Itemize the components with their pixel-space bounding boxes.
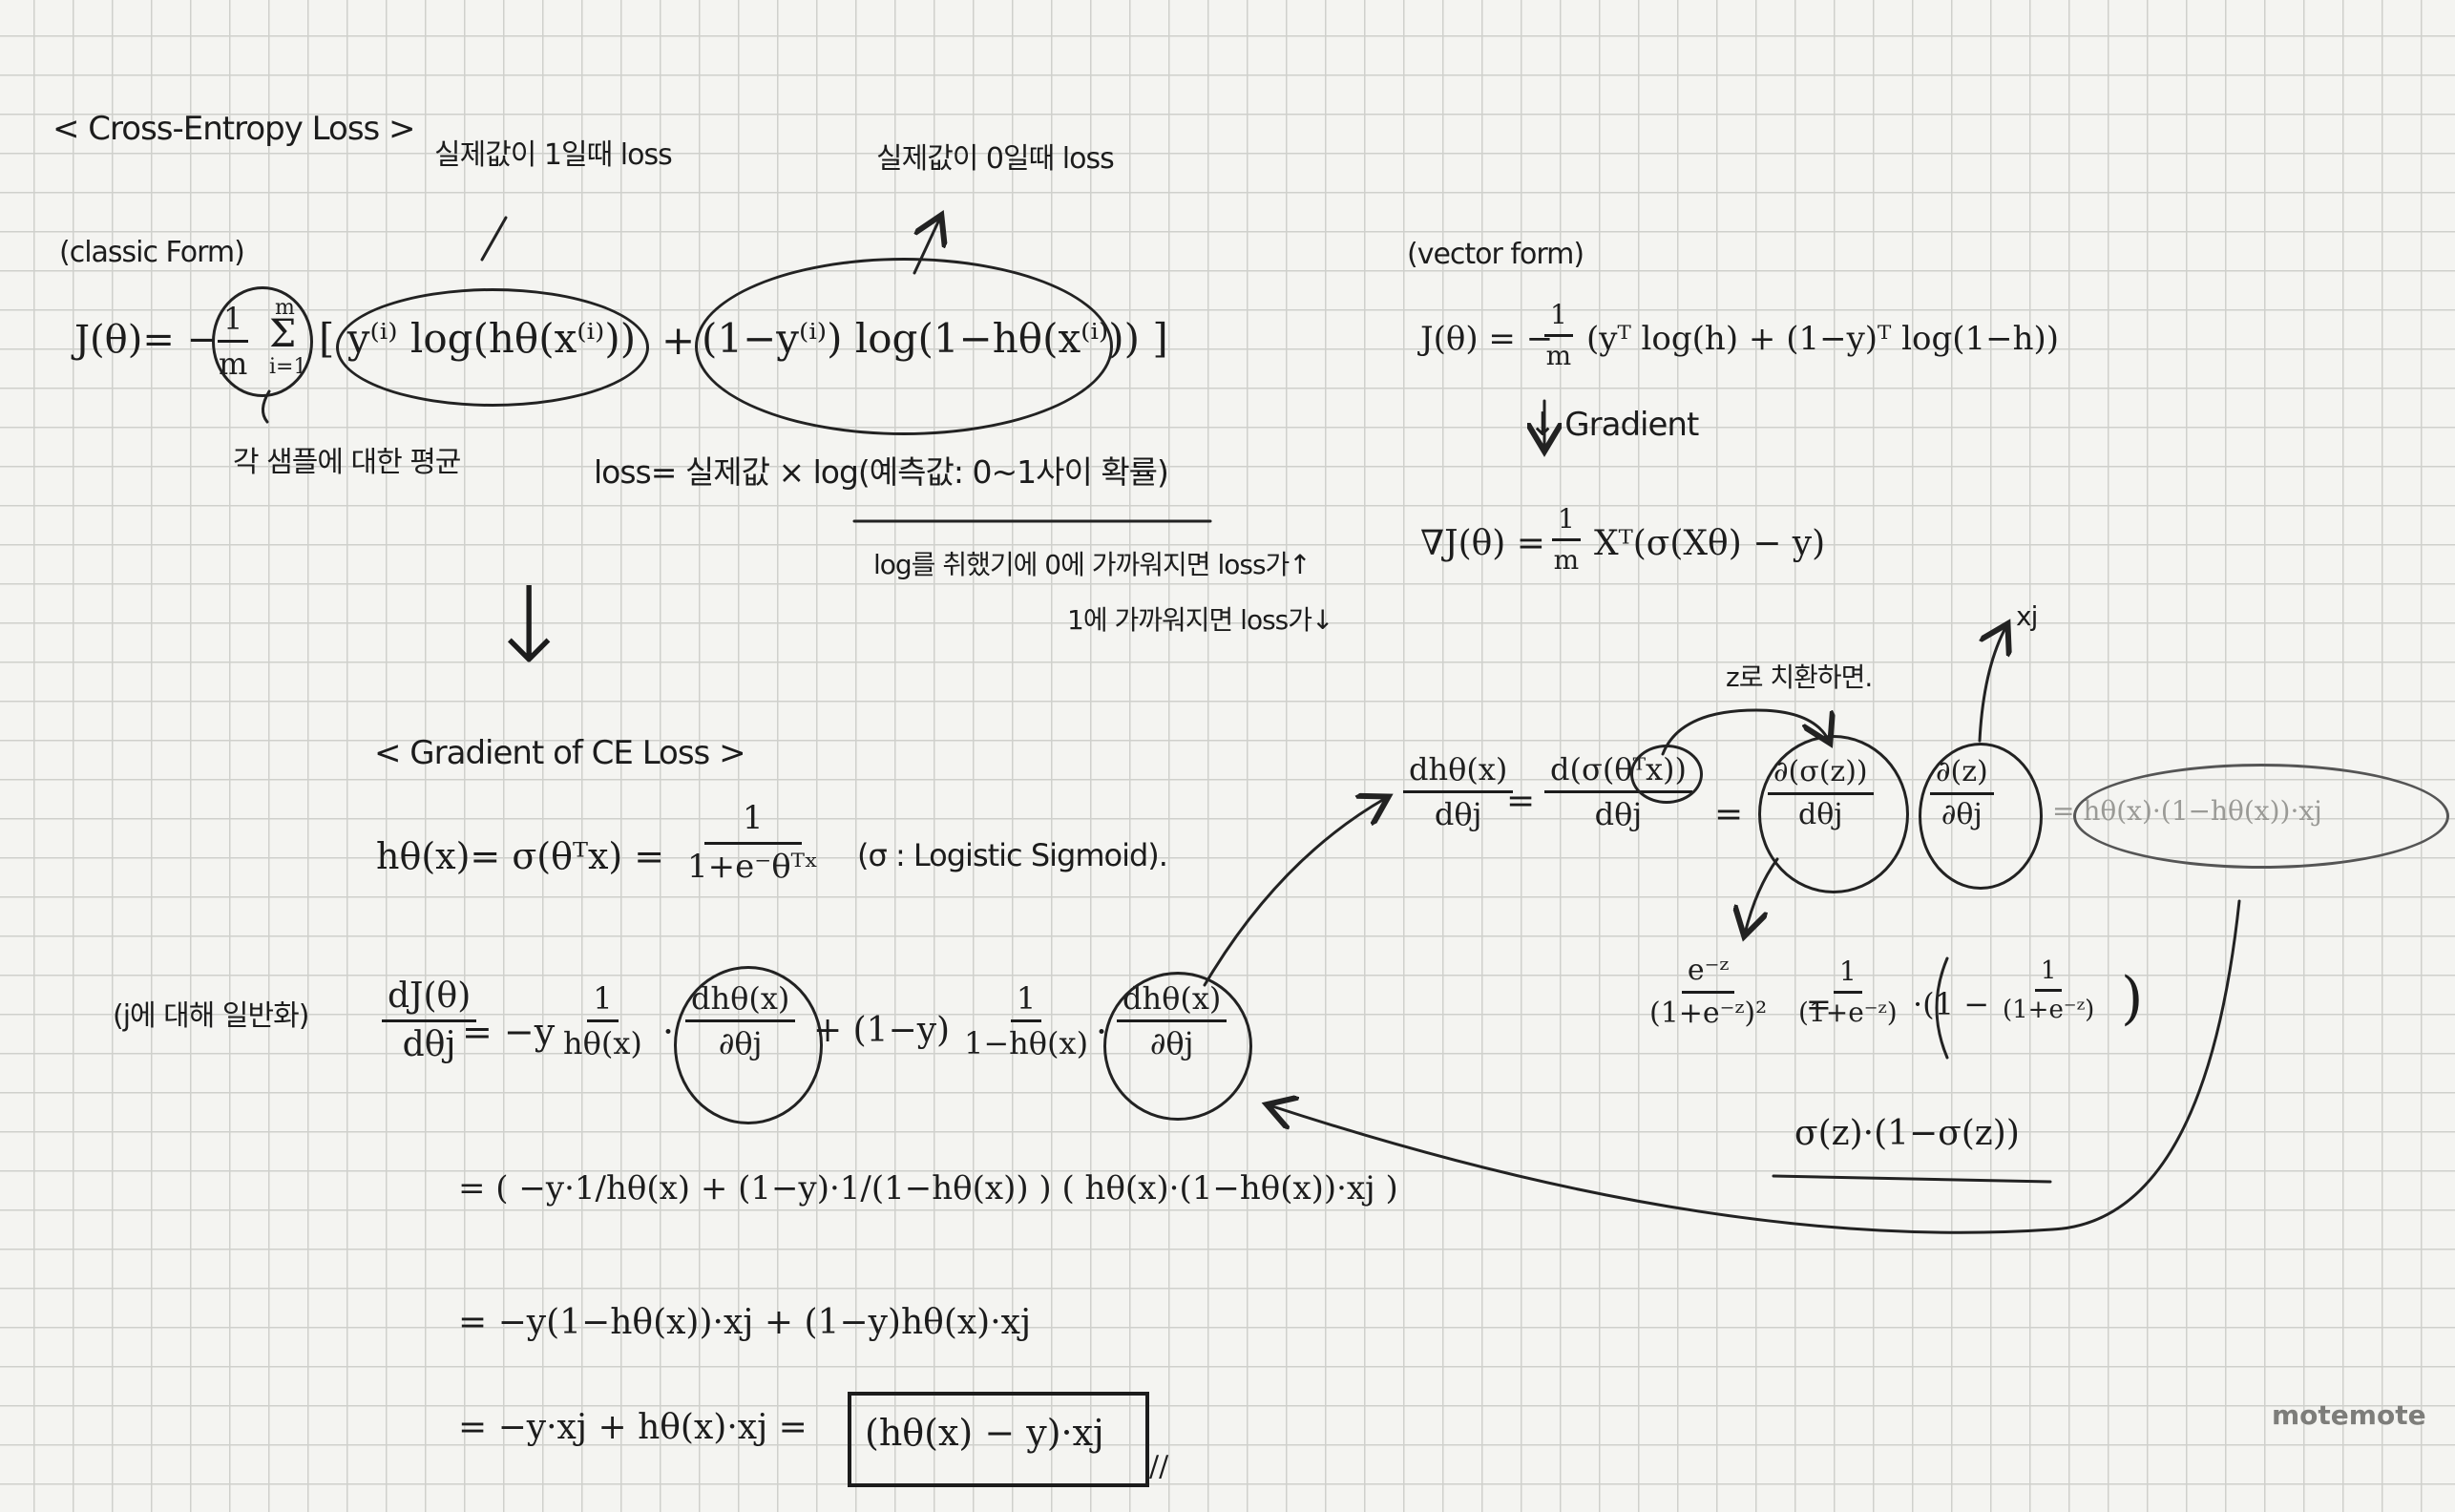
mean-term-circle <box>212 286 313 397</box>
sigmoid-result: σ(z)·(1−σ(z)) <box>1794 1114 2020 1153</box>
dh-circle-2 <box>1103 972 1252 1121</box>
chain-eq-1: = <box>1506 782 1536 821</box>
log-note-near-zero: log를 취했기에 0에 가까워지면 loss가↑ <box>873 549 1311 580</box>
derivation-line-4: = −y·xj + hθ(x)·xj = <box>458 1408 808 1447</box>
sigmoid-part-den: (1+e⁻ᶻ) <box>1798 997 1898 1028</box>
dJ-fraction: dJ(θ) dθj <box>382 979 477 1064</box>
vector-grad-num: 1 <box>1552 506 1581 541</box>
label-vector-form: (vector form) <box>1407 238 1584 271</box>
loss-definition: loss= 실제값 × log(예측값: 0~1사이 확률) <box>594 453 1169 491</box>
label-classic-form: (classic Form) <box>59 236 245 269</box>
dJ-num: dJ(θ) <box>382 979 477 1022</box>
vector-coef-fraction: 1 m <box>1544 302 1573 369</box>
derivation-line-3: = −y(1−hθ(x))·xj + (1−y)hθ(x)·xj <box>458 1303 1032 1342</box>
dJ-inv-one-minus-h-num: 1 <box>1010 983 1042 1022</box>
annotation-sample-mean: 각 샘플에 대한 평균 <box>233 446 461 479</box>
vector-eq-lhs: J(θ) = − <box>1420 320 1554 358</box>
pointer-y0 <box>913 218 940 275</box>
sigmoid-rest-den: (1+e⁻ᶻ) <box>2003 996 2095 1024</box>
hypothesis-lhs: hθ(x)= σ(θᵀx) = <box>376 835 665 877</box>
annotation-xj: xj <box>2016 600 2038 632</box>
dJ-inv-one-minus-h-den: 1−hθ(x) <box>964 1025 1089 1061</box>
generalize-note: (j에 대해 일반화) <box>113 999 309 1033</box>
chain-lhs-fraction: dhθ(x) dθj <box>1403 754 1514 832</box>
hypothesis-den: 1+e⁻θᵀˣ <box>687 848 819 886</box>
annotation-loss-when-y1: 실제값이 1일때 loss <box>434 138 673 172</box>
sigmoid-part-fraction: 1 (1+e⁻ᶻ) <box>1798 958 1898 1026</box>
vector-coef-den: m <box>1545 340 1572 371</box>
hypothesis-num: 1 <box>703 802 802 845</box>
term-y0-circle <box>695 258 1113 435</box>
arrow-dh-to-chain <box>1203 798 1386 987</box>
arrow-down-to-gradient: ↓ <box>485 564 574 686</box>
classic-plus: + <box>661 317 696 364</box>
vector-grad-rhs: Xᵀ(σ(Xθ) − y) <box>1594 524 1826 563</box>
dJ-inv-h-fraction: 1 hθ(x) <box>563 983 642 1059</box>
brand-logo: motemote <box>2272 1399 2426 1431</box>
dJ-dot: · <box>662 1011 675 1053</box>
pointer-mean <box>262 389 271 424</box>
sigmoid-deriv-num: e⁻ᶻ <box>1681 956 1735 994</box>
chain-lhs-num: dhθ(x) <box>1403 754 1514 793</box>
final-result: (hθ(x) − y)·xj <box>865 1412 1104 1454</box>
sigmoid-open-paren <box>1935 956 1949 1060</box>
sigmoid-rest-num: 1 <box>2034 958 2063 992</box>
section-title-cross-entropy: < Cross-Entropy Loss > <box>52 110 416 148</box>
sigmoid-deriv-fraction: e⁻ᶻ (1+e⁻ᶻ)² <box>1649 956 1767 1028</box>
dh-circle-1 <box>674 966 823 1124</box>
sigmoid-note: (σ : Logistic Sigmoid). <box>857 837 1168 873</box>
chain-lhs-den: dθj <box>1434 796 1482 832</box>
sigmoid-deriv-den: (1+e⁻ᶻ)² <box>1649 997 1768 1030</box>
vector-eq-rhs: (yᵀ log(h) + (1−y)ᵀ log(1−h)) <box>1586 320 2060 358</box>
final-result-mark: // <box>1149 1450 1169 1483</box>
z-circle <box>1919 743 2043 890</box>
dJ-inv-h-den: hθ(x) <box>563 1025 642 1061</box>
pointer-y1 <box>480 216 508 262</box>
sigmoid-rest-fraction: 1 (1+e⁻ᶻ) <box>2003 958 2094 1022</box>
section-title-gradient: < Gradient of CE Loss > <box>374 734 746 772</box>
vector-grad-den: m <box>1553 544 1580 576</box>
derivation-line-2: = ( −y·1/hθ(x) + (1−y)·1/(1−hθ(x)) ) ( h… <box>458 1169 1398 1208</box>
chain-mid-den: dθj <box>1594 796 1643 832</box>
annotation-loss-when-y0: 실제값이 0일때 loss <box>876 142 1115 176</box>
sigma-to-derivative <box>1745 857 1779 934</box>
xj-pointer <box>1978 626 2006 743</box>
sigmoid-deriv-eq: = <box>1806 986 1832 1022</box>
sigmoid-rest: ·(1 − <box>1913 986 1989 1022</box>
dJ-plus-one-minus-y: + (1−y) <box>813 1011 951 1050</box>
dJ-inv-h-num: 1 <box>587 983 619 1022</box>
annotation-z-substitution: z로 치환하면. <box>1726 662 1873 693</box>
dJ-inv-one-minus-h-fraction: 1 1−hθ(x) <box>964 983 1088 1059</box>
hypothesis-fraction: 1 1+e⁻θᵀˣ <box>687 802 818 883</box>
sigmoid-part-num: 1 <box>1833 958 1862 994</box>
chain-result-circle <box>2073 764 2449 869</box>
dJ-den: dθj <box>402 1025 456 1064</box>
vector-coef-num: 1 <box>1544 302 1573 337</box>
vector-grad-lhs: ∇J(θ) = <box>1420 524 1545 563</box>
vector-grad-fraction: 1 m <box>1552 506 1581 574</box>
classic-eq-lhs: J(θ)= − <box>74 318 220 362</box>
term-y1-circle <box>336 288 649 407</box>
return-curve <box>1269 899 2241 1234</box>
chain-eq-2: = <box>1714 795 1744 834</box>
log-note-near-one: 1에 가까워지면 loss가↓ <box>1067 604 1333 636</box>
final-result-box <box>848 1392 1149 1487</box>
dJ-eq-neg-y: = −y <box>462 1011 556 1053</box>
z-substitution-link <box>1661 708 1829 756</box>
sigma-result-underline <box>1772 1174 2052 1184</box>
sigmoid-close: ) <box>2121 965 2144 1032</box>
